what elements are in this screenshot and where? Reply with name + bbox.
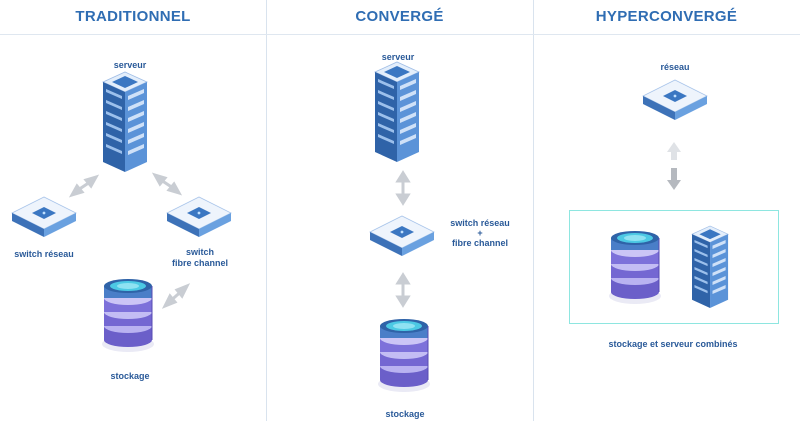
label-trad-switch: switch	[185, 247, 214, 257]
label-hyper-reseau: réseau	[660, 62, 690, 72]
converged-arrows	[395, 170, 411, 308]
storage-icon	[608, 230, 662, 305]
column-divider-1	[266, 0, 267, 421]
server-icon	[691, 225, 729, 309]
label-trad-stockage: stockage	[110, 371, 150, 381]
label-conv-plus: +	[477, 228, 483, 238]
label-trad-serveur: serveur	[113, 60, 147, 70]
label-conv-serveur: serveur	[381, 52, 415, 62]
title-hyperconverge: HYPERCONVERGÉ	[595, 8, 738, 25]
label-trad-switch-reseau: switch réseau	[14, 249, 74, 259]
label-conv-stockage: stockage	[385, 409, 425, 419]
combined-storage-server-box	[569, 210, 779, 324]
traditional-arrows	[68, 172, 191, 309]
title-converge: CONVERGÉ	[355, 8, 444, 25]
title-traditionnel: TRADITIONNEL	[75, 8, 191, 25]
label-hyper-combined: stockage et serveur combinés	[608, 339, 738, 349]
label-conv-fibre-channel: fibre channel	[451, 238, 508, 248]
header-divider	[0, 34, 800, 35]
hyperconverged-arrows	[667, 142, 681, 190]
label-conv-switch-reseau: switch réseau	[450, 218, 510, 228]
column-divider-2	[533, 0, 534, 421]
label-trad-fibre-channel: fibre channel	[171, 258, 228, 268]
